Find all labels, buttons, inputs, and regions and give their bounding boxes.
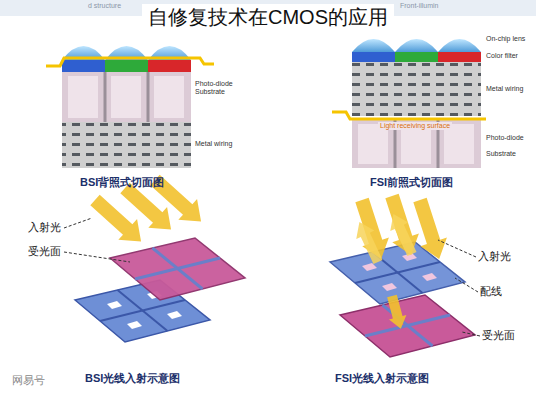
title: 自修复技术在CMOS的应用 — [142, 4, 394, 31]
part-label: Photo-diode — [486, 134, 524, 142]
part-label: Light receiving surface — [378, 122, 452, 130]
fsi-incidence — [330, 192, 480, 357]
bsi-cross-section — [46, 46, 214, 168]
callout-label: 入射光 — [28, 221, 61, 234]
fsi-cross-section — [332, 39, 486, 168]
callout-label: 受光面 — [28, 245, 61, 258]
part-label: Substrate — [486, 150, 516, 158]
part-label: Metal wiring — [486, 85, 523, 93]
callout-label: 配线 — [480, 285, 502, 298]
part-label: Photo-diode Substrate — [195, 80, 233, 96]
header-fragment: Front-illumin — [400, 2, 439, 10]
bsi-incidence — [64, 170, 245, 342]
caption: BSI背照式切面图 — [80, 176, 164, 189]
watermark: 网易号 — [12, 374, 45, 387]
caption: BSI光线入射示意图 — [85, 372, 180, 385]
callout-label: 入射光 — [478, 250, 511, 263]
callout-label: 受光面 — [482, 329, 515, 342]
header-fragment: d structure — [88, 2, 121, 10]
part-label: Metal wiring — [195, 140, 232, 148]
part-label: On-chip lens — [486, 35, 525, 43]
part-label: Color filter — [486, 52, 518, 60]
caption: FSI光线入射示意图 — [335, 372, 429, 385]
caption: FSI前照式切面图 — [370, 176, 453, 189]
